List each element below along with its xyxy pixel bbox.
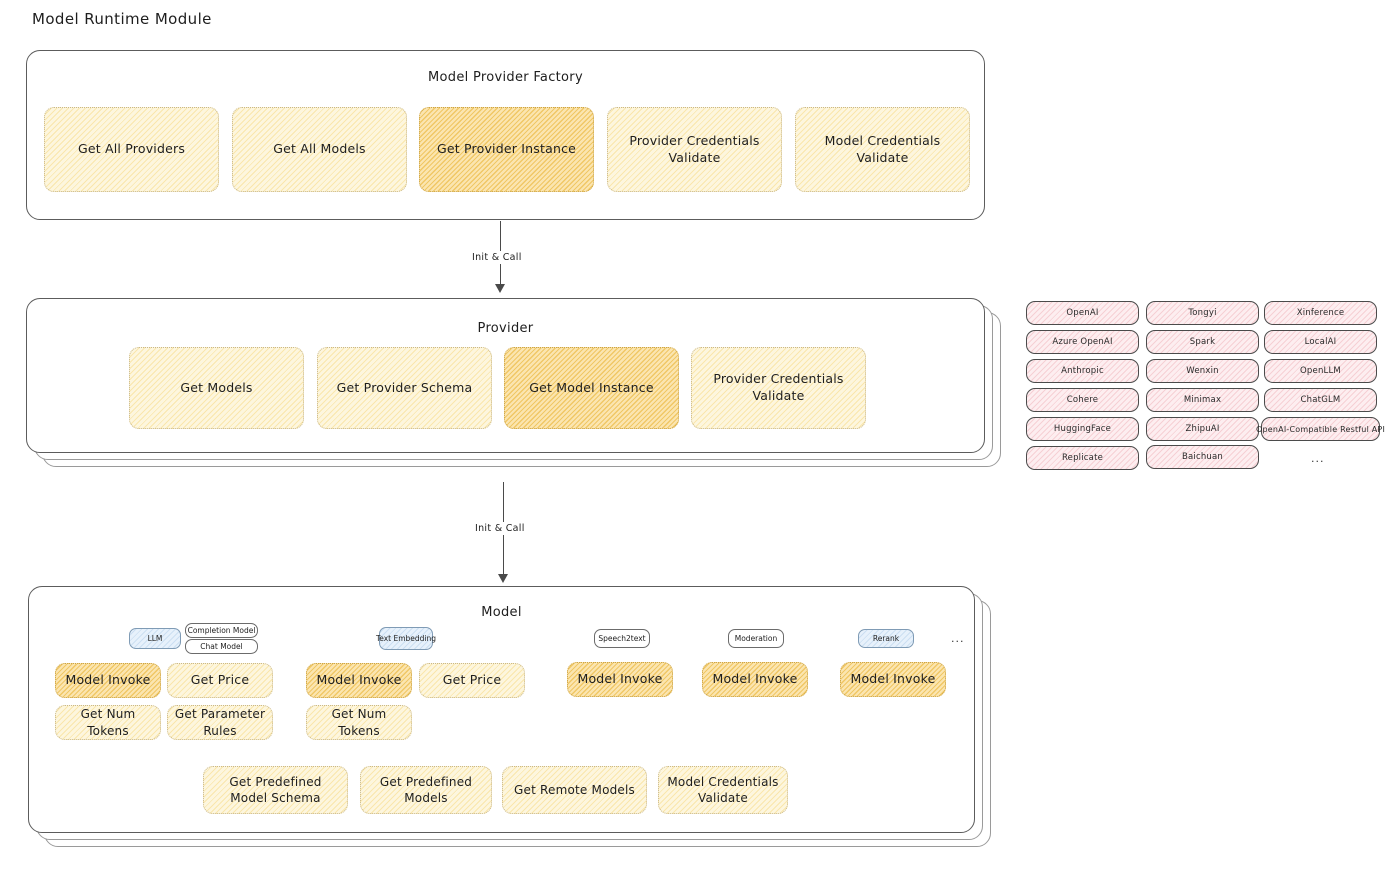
node-get-remote-models[interactable]: Get Remote Models <box>502 766 647 814</box>
node-get-all-providers[interactable]: Get All Providers <box>44 107 219 192</box>
arrow-label-init-call-2: Init & Call <box>471 522 529 535</box>
page-title: Model Runtime Module <box>32 10 212 28</box>
node-llm-model-invoke[interactable]: Model Invoke <box>55 663 161 698</box>
provider-pill-huggingface[interactable]: HuggingFace <box>1026 417 1139 441</box>
provider-pill-anthropic[interactable]: Anthropic <box>1026 359 1139 383</box>
node-get-provider-schema[interactable]: Get Provider Schema <box>317 347 492 429</box>
provider-pill-chatglm[interactable]: ChatGLM <box>1264 388 1377 412</box>
node-provider-credentials-validate-2[interactable]: Provider Credentials Validate <box>691 347 866 429</box>
provider-pill-spark[interactable]: Spark <box>1146 330 1259 354</box>
node-get-all-models[interactable]: Get All Models <box>232 107 407 192</box>
provider-pill-tongyi[interactable]: Tongyi <box>1146 301 1259 325</box>
arrow-provider-to-model-head <box>498 574 508 583</box>
provider-title: Provider <box>477 321 534 336</box>
node-model-credentials-validate[interactable]: Model Credentials Validate <box>795 107 970 192</box>
node-llm-get-num-tokens[interactable]: Get Num Tokens <box>55 705 161 740</box>
node-moderation-model-invoke[interactable]: Model Invoke <box>702 662 808 697</box>
provider-list-more: ... <box>1311 452 1325 465</box>
provider-pill-cohere[interactable]: Cohere <box>1026 388 1139 412</box>
model-type-badge-text-embedding[interactable]: Text Embedding <box>376 627 436 650</box>
node-text-embedding-get-price[interactable]: Get Price <box>419 663 525 698</box>
node-rerank-model-invoke[interactable]: Model Invoke <box>840 662 946 697</box>
node-llm-get-parameter-rules[interactable]: Get Parameter Rules <box>167 705 273 740</box>
model-type-badge-llm[interactable]: LLM <box>129 628 181 649</box>
model-type-badge-rerank[interactable]: Rerank <box>858 629 914 648</box>
provider-pill-baichuan[interactable]: Baichuan <box>1146 445 1259 469</box>
model-type-badge-speech2text[interactable]: Speech2text <box>594 629 650 648</box>
provider-pill-minimax[interactable]: Minimax <box>1146 388 1259 412</box>
node-speech2text-model-invoke[interactable]: Model Invoke <box>567 662 673 697</box>
provider-pill-wenxin[interactable]: Wenxin <box>1146 359 1259 383</box>
provider-pill-replicate[interactable]: Replicate <box>1026 446 1139 470</box>
provider-pill-zhipuai[interactable]: ZhipuAI <box>1146 417 1259 441</box>
provider-pill-openai[interactable]: OpenAI <box>1026 301 1139 325</box>
arrow-factory-to-provider-head <box>495 284 505 293</box>
model-sub-badge-chat-model[interactable]: Chat Model <box>185 639 258 654</box>
provider-pill-localai[interactable]: LocalAI <box>1264 330 1377 354</box>
node-get-predefined-models[interactable]: Get Predefined Models <box>360 766 492 814</box>
node-get-models[interactable]: Get Models <box>129 347 304 429</box>
node-llm-get-price[interactable]: Get Price <box>167 663 273 698</box>
model-title: Model <box>481 605 522 620</box>
node-get-model-instance[interactable]: Get Model Instance <box>504 347 679 429</box>
model-sub-badge-completion-model[interactable]: Completion Model <box>185 623 258 638</box>
model-provider-factory-title: Model Provider Factory <box>428 70 583 85</box>
provider-pill-xinference[interactable]: Xinference <box>1264 301 1377 325</box>
arrow-label-init-call-1: Init & Call <box>468 251 526 264</box>
node-model-credentials-validate-2[interactable]: Model Credentials Validate <box>658 766 788 814</box>
node-get-provider-instance[interactable]: Get Provider Instance <box>419 107 594 192</box>
node-get-predefined-model-schema[interactable]: Get Predefined Model Schema <box>203 766 348 814</box>
provider-pill-azure-openai[interactable]: Azure OpenAI <box>1026 330 1139 354</box>
provider-pill-openai-compatible-restful-api[interactable]: OpenAI-Compatible Restful API <box>1256 417 1385 441</box>
model-type-badge-moderation[interactable]: Moderation <box>728 629 784 648</box>
node-text-embedding-model-invoke[interactable]: Model Invoke <box>306 663 412 698</box>
model-types-more: ... <box>951 632 965 645</box>
provider-pill-openllm[interactable]: OpenLLM <box>1264 359 1377 383</box>
node-text-embedding-get-num-tokens[interactable]: Get Num Tokens <box>306 705 412 740</box>
node-provider-credentials-validate[interactable]: Provider Credentials Validate <box>607 107 782 192</box>
